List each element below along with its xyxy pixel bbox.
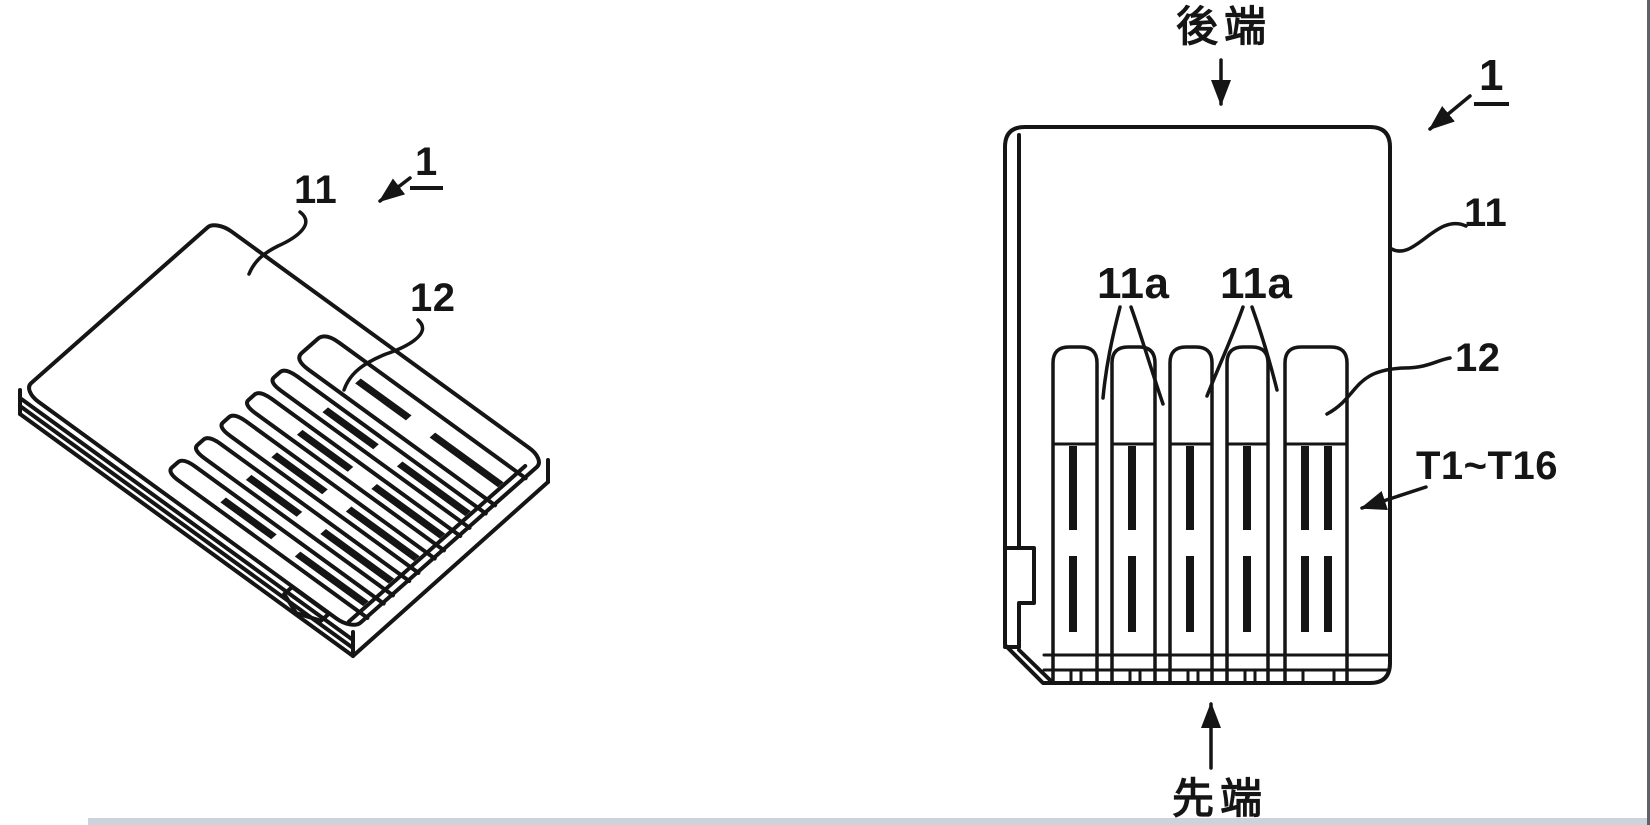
slot <box>167 458 384 618</box>
scan-bottom-bar <box>88 818 1650 825</box>
ref-11a-1-leader <box>1129 305 1165 406</box>
ref-11a-1-leader <box>1101 305 1122 400</box>
ref-11-left: 11 <box>294 168 338 212</box>
ref-1-left-arrow <box>378 176 412 203</box>
card-outline <box>1003 125 1392 685</box>
ref-11a-1: 11a <box>1097 259 1170 308</box>
ref-11-left-leader <box>247 210 308 276</box>
left-perspective-view <box>18 220 550 658</box>
card-thickness-lines <box>18 388 550 658</box>
ref-12-right: 12 <box>1455 336 1501 380</box>
slot <box>243 390 460 550</box>
ref-11a-2-leader <box>1205 305 1245 398</box>
label-front-end: 先端 <box>1172 775 1269 822</box>
card-notch <box>1003 546 1036 649</box>
ref-11a-2-leader <box>1250 305 1279 392</box>
slots <box>1051 345 1349 685</box>
ref-1-right: 1 <box>1474 54 1509 106</box>
ref-11a-2: 11a <box>1220 259 1293 308</box>
terminals-arrow <box>1360 485 1428 511</box>
right-plan-view <box>1003 125 1392 685</box>
scan-right-edge <box>1647 0 1650 825</box>
ref-12-left-leader <box>342 318 425 392</box>
ref-1-left: 1 <box>410 142 443 190</box>
ref-1-right-arrow <box>1428 94 1472 131</box>
leaders-and-arrows <box>247 58 1472 770</box>
ref-12-right-leader <box>1325 356 1452 416</box>
slot <box>218 413 435 573</box>
card-top-face <box>23 220 545 630</box>
front-edge-band <box>1042 653 1390 685</box>
label-rear-end: 後端 <box>1176 3 1273 50</box>
slot-wide <box>294 332 525 505</box>
slot-wide <box>1283 345 1349 685</box>
slot <box>192 435 409 595</box>
ref-11-right-leader <box>1388 221 1468 253</box>
terminal-slits <box>1069 446 1332 632</box>
ref-12-left: 12 <box>410 276 456 320</box>
ref-terminals: T1~T16 <box>1416 444 1558 488</box>
ref-11-right: 11 <box>1464 191 1508 235</box>
slot <box>269 368 486 528</box>
